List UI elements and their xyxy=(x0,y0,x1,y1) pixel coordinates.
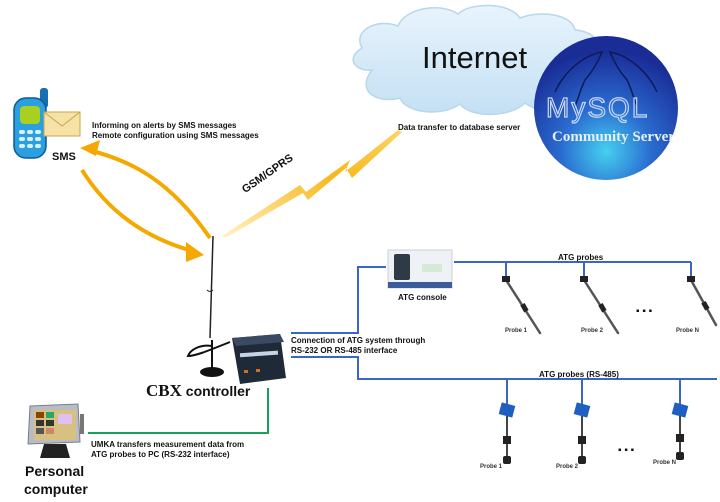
probe-top-label-1: Probe 1 xyxy=(505,328,528,334)
connection-line-2: RS-232 OR RS-485 interface xyxy=(291,346,398,355)
gsm-lightning-bolt xyxy=(222,130,402,238)
envelope-icon xyxy=(43,111,81,137)
mysql-subtitle-label: Community Server xyxy=(552,129,675,145)
arrowhead-to-sms-icon xyxy=(80,140,100,156)
ellipsis-bottom: ▪ ▪ ▪ xyxy=(618,445,635,456)
probe-float-icon xyxy=(598,303,607,313)
mobile-phone-icon xyxy=(13,88,48,159)
pc-connection-line xyxy=(88,388,269,434)
probe-head-icon xyxy=(580,276,588,282)
pc-label-line-2: computer xyxy=(24,481,88,497)
controller-word: controller xyxy=(181,383,251,399)
personal-computer-icon xyxy=(27,403,84,458)
atg-console-label: ATG console xyxy=(398,293,447,302)
atg-probes-bottom xyxy=(498,402,689,464)
dolphin-right-icon xyxy=(608,51,658,107)
sms-label: SMS xyxy=(52,151,76,163)
probe-head-icon xyxy=(687,276,695,282)
probe-top-label-2: Probe 2 xyxy=(581,328,604,334)
probe-bottom-label-2: Probe 2 xyxy=(556,464,579,470)
dolphin-left-icon xyxy=(554,51,604,107)
probe-head-icon xyxy=(502,276,510,282)
cbx-controller-device xyxy=(232,334,286,384)
probe-top-label-n: Probe N xyxy=(676,328,700,334)
cbx-controller-label: CBX controller xyxy=(146,381,250,401)
atg-probes-label: ATG probes xyxy=(558,253,604,262)
data-transfer-label: Data transfer to database server xyxy=(398,123,521,132)
rs-bus-lines xyxy=(291,261,717,404)
sms-arrows xyxy=(80,140,212,262)
probe-rs485-2 xyxy=(573,402,591,464)
mysql-brand-label: MySQL xyxy=(545,91,650,123)
umka-line-2: ATG probes to PC (RS-232 interface) xyxy=(91,450,230,459)
antenna-icon xyxy=(186,235,231,377)
probe-rs485-n xyxy=(671,402,689,460)
pc-label-line-1: Personal xyxy=(25,463,85,479)
ellipsis-top: ▪ ▪ ▪ xyxy=(636,306,653,317)
umka-line-1: UMKA transfers measurement data from xyxy=(91,440,245,449)
probe-bottom-label-1: Probe 1 xyxy=(480,464,503,470)
atg-console-device xyxy=(387,249,453,289)
sms-info-line-2: Remote configuration using SMS messages xyxy=(92,131,259,140)
atg-probes-rs485-label: ATG probes (RS-485) xyxy=(539,370,619,379)
arrowhead-to-antenna-icon xyxy=(186,242,204,262)
internet-label: Internet xyxy=(422,40,528,75)
sms-info-line-1: Informing on alerts by SMS messages xyxy=(92,121,237,130)
mysql-logo xyxy=(534,36,678,180)
atg-probes-top xyxy=(504,278,718,335)
probe-float-icon xyxy=(701,301,710,311)
probe-rs485-1 xyxy=(498,402,516,464)
probe-bottom-label-n: Probe N xyxy=(653,460,677,466)
connection-line-1: Connection of ATG system through xyxy=(291,336,426,345)
cbx-brand: CBX xyxy=(146,381,182,400)
probe-float-icon xyxy=(520,303,529,313)
